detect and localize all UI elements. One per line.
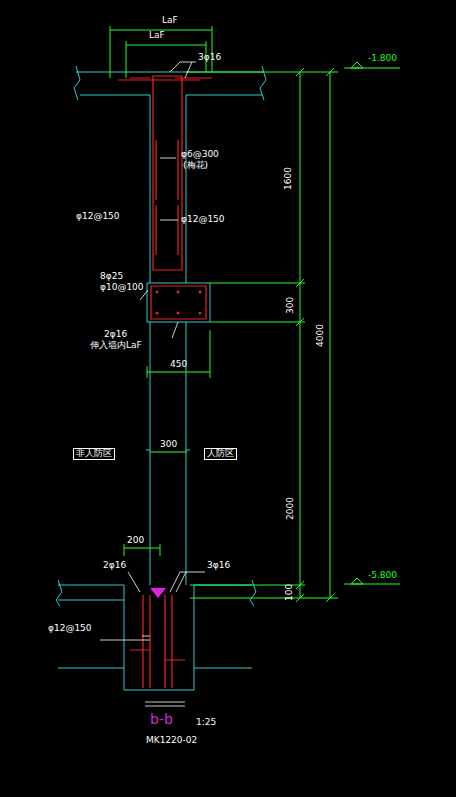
dim-label: 450 — [170, 360, 187, 370]
zone-label: 人防区 — [204, 448, 237, 460]
rebar-callout: 2φ16 — [103, 561, 126, 571]
section-title: b-b — [150, 712, 173, 727]
rebar-callout: 8φ25 — [100, 272, 123, 282]
rebar-callout: 2φ16 — [104, 330, 127, 340]
elevation: -1.800 — [368, 54, 397, 64]
dim-label: 300 — [160, 440, 177, 450]
dim-label: 200 — [127, 536, 144, 546]
rebar-callout: 3φ16 — [198, 53, 221, 63]
dim-label: 300 — [286, 297, 296, 314]
rebar-callout: φ12@150 — [48, 624, 92, 634]
dim-label: 1600 — [284, 167, 294, 190]
dim-label: LaF — [162, 16, 178, 26]
rebar-callout: φ6@300 — [181, 150, 219, 160]
scale-label: 1:25 — [196, 718, 216, 728]
dim-label: 2000 — [286, 497, 296, 520]
rebar-callout: φ12@150 — [76, 212, 120, 222]
elevation: -5.800 — [368, 571, 397, 581]
rebar-callout: φ12@150 — [181, 215, 225, 225]
drawing-number: MK1220-02 — [146, 736, 197, 746]
rebar-callout: (梅花) — [183, 161, 208, 171]
dim-label: 4000 — [316, 324, 326, 347]
rebar-callout: φ10@100 — [100, 283, 144, 293]
dim-label: LaF — [149, 31, 165, 41]
rebar-callout: 伸入墙内LaF — [90, 341, 142, 351]
rebar-callout: 3φ16 — [207, 561, 230, 571]
zone-label: 非人防区 — [73, 448, 115, 460]
dim-label: 100 — [285, 584, 295, 601]
